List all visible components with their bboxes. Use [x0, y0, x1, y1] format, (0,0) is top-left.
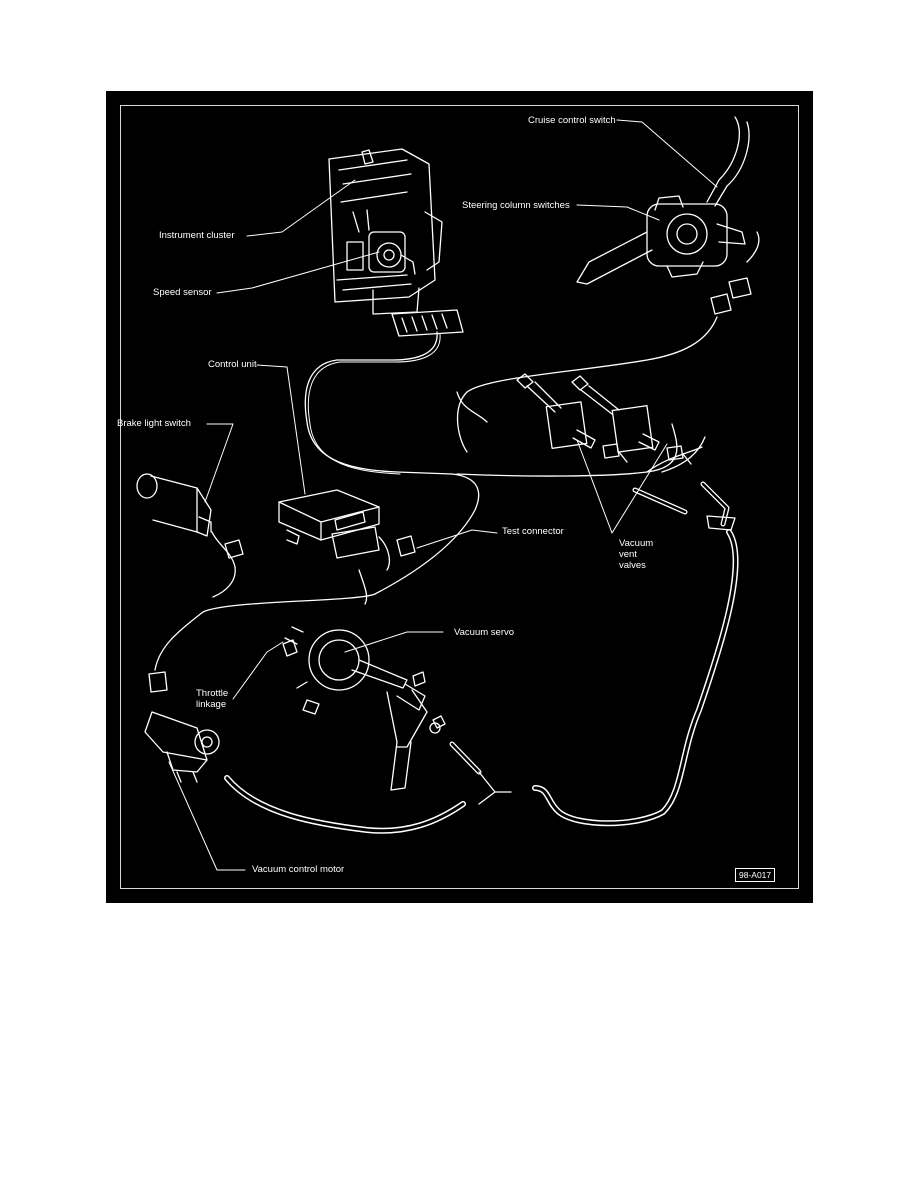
switch-connectors: [710, 277, 752, 315]
vacuum-hoses: [224, 481, 739, 834]
label-brake-light-switch: Brake light switch: [117, 418, 191, 429]
vacuum-vent-valves-drawing: [516, 373, 692, 465]
vacuum-control-motor-drawing: [144, 671, 220, 783]
cruise-control-diagram: Cruise control switch Steering column sw…: [106, 91, 813, 903]
label-speed-sensor: Speed sensor: [153, 287, 212, 298]
label-test-connector: Test connector: [502, 526, 564, 537]
label-throttle-linkage: Throttle linkage: [196, 688, 229, 710]
control-unit-drawing: [278, 489, 380, 559]
test-connector-drawing: [396, 535, 416, 557]
steering-column-switches-drawing: [576, 116, 750, 285]
speed-sensor-connector: [391, 309, 464, 337]
wiring-harness: [154, 231, 760, 671]
label-vacuum-control-motor: Vacuum control motor: [252, 864, 345, 875]
label-vacuum-servo: Vacuum servo: [454, 627, 515, 638]
diagram-inner-border: [120, 105, 799, 889]
label-control-unit: Control unit: [208, 359, 257, 370]
label-cruise-control-switch: Cruise control switch: [528, 115, 616, 126]
diagram-line-art: [136, 116, 760, 871]
brake-light-switch-drawing: [136, 473, 244, 559]
label-vacuum-vent-valves: Vacuum vent valves: [619, 538, 654, 571]
figure-code: 98-A017: [735, 868, 776, 882]
leader-lines: [168, 119, 718, 871]
label-steering-column-switches: Steering column switches: [462, 200, 570, 211]
label-instrument-cluster: Instrument cluster: [159, 230, 235, 241]
vacuum-servo-drawing: [282, 626, 446, 791]
instrument-cluster-drawing: [328, 148, 443, 315]
